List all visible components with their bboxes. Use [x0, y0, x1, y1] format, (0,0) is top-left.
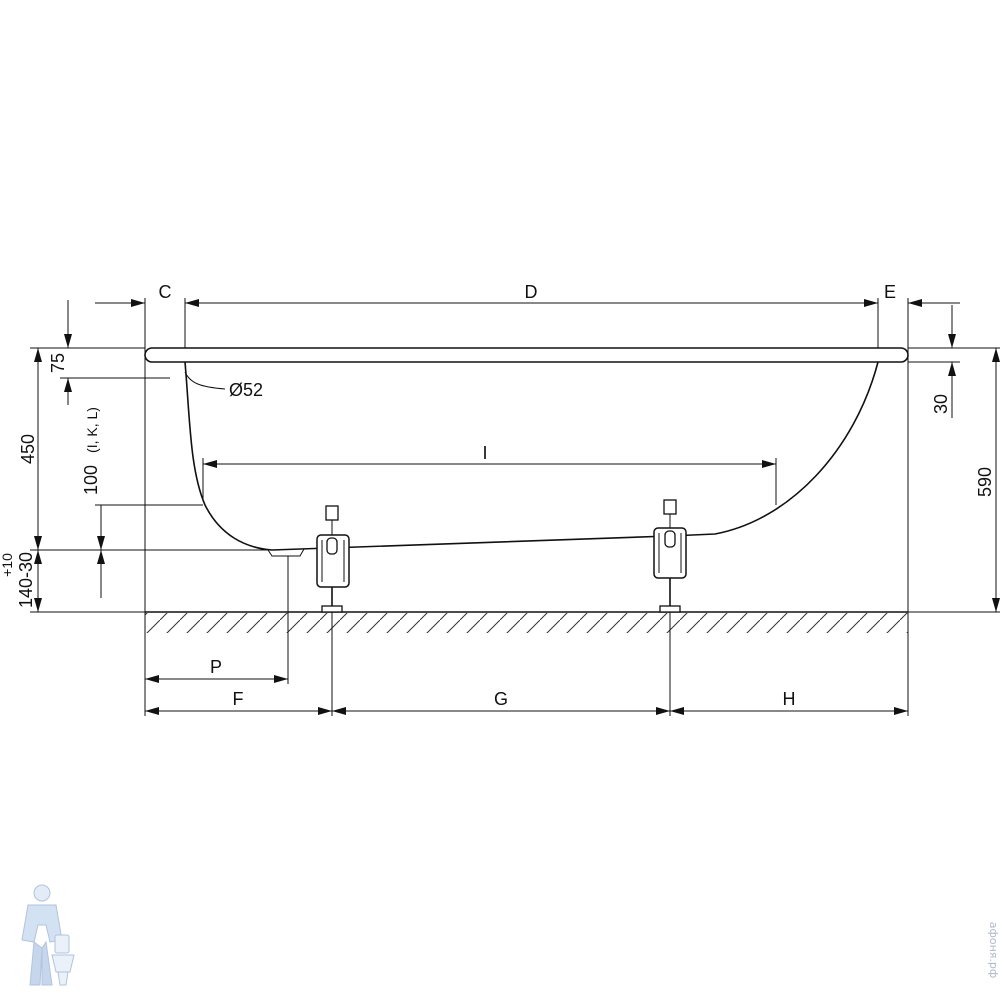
dim-label-590: 590: [975, 467, 995, 497]
dimension-i: [203, 460, 776, 468]
support-leg-right: [653, 499, 687, 613]
dim-label-100-note: (I, K, L): [84, 407, 100, 453]
dim-label-h: H: [783, 689, 796, 709]
dim-label-75: 75: [48, 353, 68, 373]
dim-label-f: F: [233, 689, 244, 709]
dim-label-450: 450: [18, 434, 38, 464]
dim-label-d: D: [525, 282, 538, 302]
dimension-bottom: [145, 675, 908, 715]
dim-label-c: C: [159, 282, 172, 302]
dimension-top: [95, 299, 960, 307]
dim-label-e: E: [884, 282, 896, 302]
dimension-left: [34, 300, 105, 612]
drain-outlet: [267, 548, 305, 557]
drain-diameter-label: Ø52: [229, 380, 263, 400]
dim-label-g: G: [494, 689, 508, 709]
dim-label-30: 30: [931, 394, 951, 414]
bathtub-body: [184, 361, 879, 551]
plumber-logo-icon: [21, 884, 75, 986]
dim-label-tolerance-range: 140-30: [16, 552, 36, 608]
dimension-right: [948, 305, 1000, 612]
dim-label-p: P: [210, 657, 222, 677]
dim-label-tolerance-plus: +10: [0, 553, 15, 577]
watermark-site: афоня.рф: [987, 922, 1000, 979]
dim-label-i: I: [482, 443, 487, 463]
extension-lines: [30, 298, 1000, 716]
dim-label-100: 100: [81, 465, 101, 495]
bathtub-rim: [144, 347, 909, 363]
drain-leader: [184, 371, 226, 390]
floor: [145, 611, 908, 633]
support-leg-left: [316, 505, 350, 613]
